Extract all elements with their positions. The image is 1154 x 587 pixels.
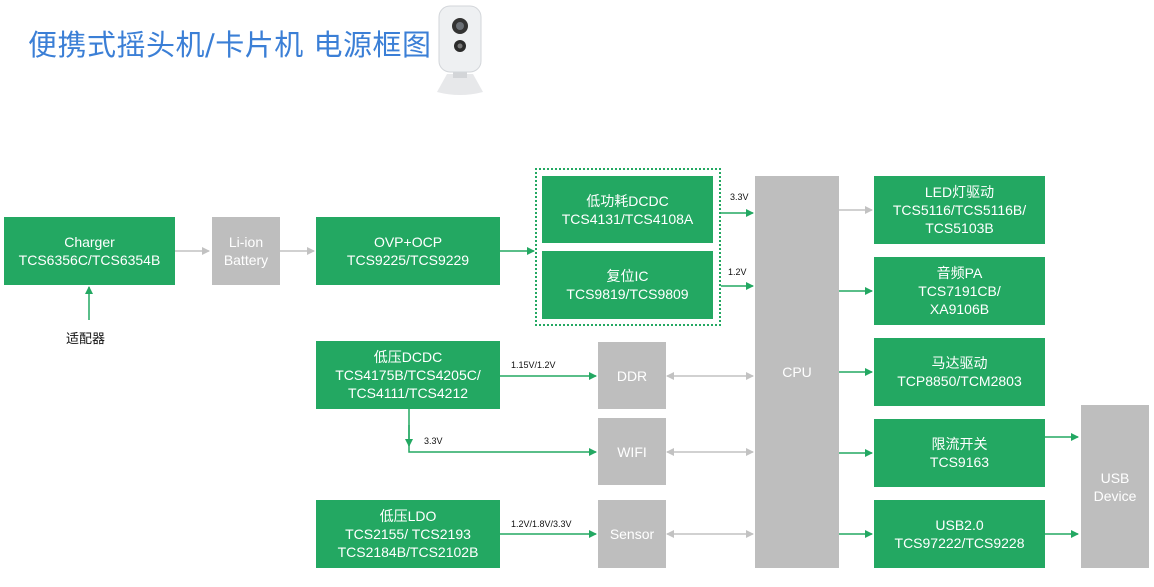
sensor-label: Sensor <box>609 526 655 542</box>
low-power-dcdc-block: 低功耗DCDC TCS4131/TCS4108A <box>542 176 713 243</box>
low-voltage-dcdc-parts1: TCS4175B/TCS4205C/ <box>335 367 481 383</box>
usb20-name: USB2.0 <box>935 517 984 533</box>
usb-device-line2: Device <box>1093 487 1137 504</box>
led-driver-block: LED灯驱动 TCS5116/TCS5116B/ TCS5103B <box>874 176 1045 244</box>
camera-image <box>437 5 483 95</box>
low-voltage-dcdc-parts2: TCS4111/TCS4212 <box>347 385 469 401</box>
led-driver-name: LED灯驱动 <box>924 184 995 200</box>
usb20-parts: TCS97222/TCS9228 <box>894 535 1025 551</box>
audio-pa-parts2: XA9106B <box>929 301 990 317</box>
current-limit-switch-block: 限流开关 TCS9163 <box>874 419 1045 487</box>
ldo-parts1: TCS2155/ TCS2193 <box>345 526 471 542</box>
motor-driver-parts: TCP8850/TCM2803 <box>897 373 1022 389</box>
battery-line2: Battery <box>223 252 269 268</box>
battery-block: Li-ion Battery <box>212 217 280 285</box>
low-power-dcdc-name: 低功耗DCDC <box>586 192 669 209</box>
sensor-block: Sensor <box>598 500 666 568</box>
ldo-block: 低压LDO TCS2155/ TCS2193 TCS2184B/TCS2102B <box>316 500 500 568</box>
ovp-ocp-block: OVP+OCP TCS9225/TCS9229 <box>316 217 500 285</box>
voltage-label-wifi: 3.3V <box>424 436 443 446</box>
reset-ic-parts: TCS9819/TCS9809 <box>566 286 689 302</box>
usb20-block: USB2.0 TCS97222/TCS9228 <box>874 500 1045 568</box>
voltage-label-sensor: 1.2V/1.8V/3.3V <box>511 519 572 529</box>
ddr-block: DDR <box>598 342 666 409</box>
low-power-dcdc-parts: TCS4131/TCS4108A <box>561 210 694 227</box>
led-driver-parts2: TCS5103B <box>925 220 994 236</box>
ldo-name: 低压LDO <box>379 508 437 524</box>
ovp-parts: TCS9225/TCS9229 <box>346 252 470 268</box>
ovp-name: OVP+OCP <box>373 234 443 250</box>
cpu-label: CPU <box>782 364 812 380</box>
motor-driver-block: 马达驱动 TCP8850/TCM2803 <box>874 338 1045 406</box>
battery-line1: Li-ion <box>228 234 264 250</box>
usb-device-block: USB Device <box>1081 405 1149 568</box>
current-limit-switch-name: 限流开关 <box>931 436 988 452</box>
low-voltage-dcdc-name: 低压DCDC <box>373 349 443 365</box>
ldo-parts2: TCS2184B/TCS2102B <box>337 544 479 560</box>
motor-driver-name: 马达驱动 <box>931 355 988 371</box>
ddr-label: DDR <box>616 367 648 384</box>
wifi-block: WIFI <box>598 418 666 485</box>
page-title: 便携式摇头机/卡片机 电源框图 <box>28 28 432 62</box>
low-voltage-dcdc-block: 低压DCDC TCS4175B/TCS4205C/ TCS4111/TCS421… <box>316 341 500 409</box>
voltage-label-ddr: 1.15V/1.2V <box>511 360 556 370</box>
voltage-label-1v2: 1.2V <box>728 267 747 277</box>
wifi-label: WIFI <box>617 443 647 460</box>
charger-parts: TCS6356C/TCS6354B <box>18 252 161 268</box>
reset-ic-block: 复位IC TCS9819/TCS9809 <box>542 251 713 319</box>
charger-name: Charger <box>64 234 115 250</box>
voltage-label-3v3-top: 3.3V <box>730 192 749 202</box>
adapter-label: 适配器 <box>66 331 106 346</box>
audio-pa-name: 音频PA <box>936 265 983 281</box>
charger-block: Charger TCS6356C/TCS6354B <box>4 217 175 285</box>
cpu-block: CPU <box>755 176 839 568</box>
current-limit-switch-parts: TCS9163 <box>929 454 990 470</box>
audio-pa-parts1: TCS7191CB/ <box>918 283 1001 299</box>
dcdc-group-border <box>535 168 721 326</box>
usb-device-line1: USB <box>1100 469 1130 486</box>
audio-pa-block: 音频PA TCS7191CB/ XA9106B <box>874 257 1045 325</box>
reset-ic-name: 复位IC <box>606 268 649 284</box>
led-driver-parts1: TCS5116/TCS5116B/ <box>892 202 1027 218</box>
